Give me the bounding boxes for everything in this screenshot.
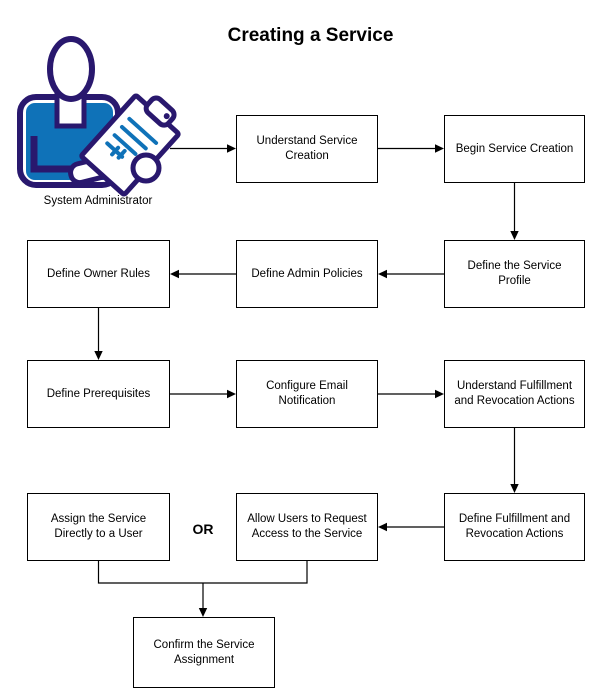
node-label: Confirm the Service Assignment	[153, 638, 255, 666]
node-define-the-service-profile: Define the Service Profile	[444, 240, 585, 308]
node-define-prerequisites: Define Prerequisites	[27, 360, 170, 428]
page-title: Creating a Service	[227, 25, 394, 46]
person-clipboard-icon	[17, 36, 181, 197]
person-head-icon	[47, 36, 95, 102]
person-hand-icon	[130, 152, 162, 184]
or-connector-label: OR	[192, 521, 214, 537]
node-label: Understand Fulfillment and Revocation Ac…	[454, 380, 575, 407]
node-label: Configure Email Notification	[266, 380, 348, 407]
node-label: Begin Service Creation	[455, 142, 574, 155]
clipboard-text-lines-icon	[105, 116, 159, 160]
node-label: Define the Service Profile	[467, 260, 562, 287]
node-label: Assign the Service Directly to a User	[50, 513, 147, 540]
node-label: Define Fulfillment and Revocation Action…	[458, 513, 571, 540]
node-define-fulfillment-and-revocation-actions: Define Fulfillment and Revocation Action…	[444, 493, 585, 561]
clipboard-icon	[79, 93, 181, 197]
node-label: Define Admin Policies	[251, 267, 363, 280]
node-begin-service-creation: Begin Service Creation	[444, 115, 585, 183]
actor-label: System Administrator	[43, 195, 153, 207]
node-define-admin-policies: Define Admin Policies	[236, 240, 378, 308]
node-assign-the-service-directly-to-a-user: Assign the Service Directly to a User	[27, 493, 170, 561]
node-allow-users-to-request-access-to-the-service: Allow Users to Request Access to the Ser…	[236, 493, 378, 561]
node-understand-service-creation: Understand Service Creation	[236, 115, 378, 183]
node-label: Define Owner Rules	[47, 267, 150, 280]
node-define-owner-rules: Define Owner Rules	[27, 240, 170, 308]
node-confirm-the-service-assignment: Confirm the Service Assignment	[133, 617, 275, 688]
node-label: Define Prerequisites	[46, 387, 151, 400]
node-configure-email-notification: Configure Email Notification	[236, 360, 378, 428]
node-understand-fulfillment-and-revocation-actions: Understand Fulfillment and Revocation Ac…	[444, 360, 585, 428]
node-label: Understand Service Creation	[256, 135, 358, 162]
node-label: Allow Users to Request Access to the Ser…	[247, 513, 367, 540]
